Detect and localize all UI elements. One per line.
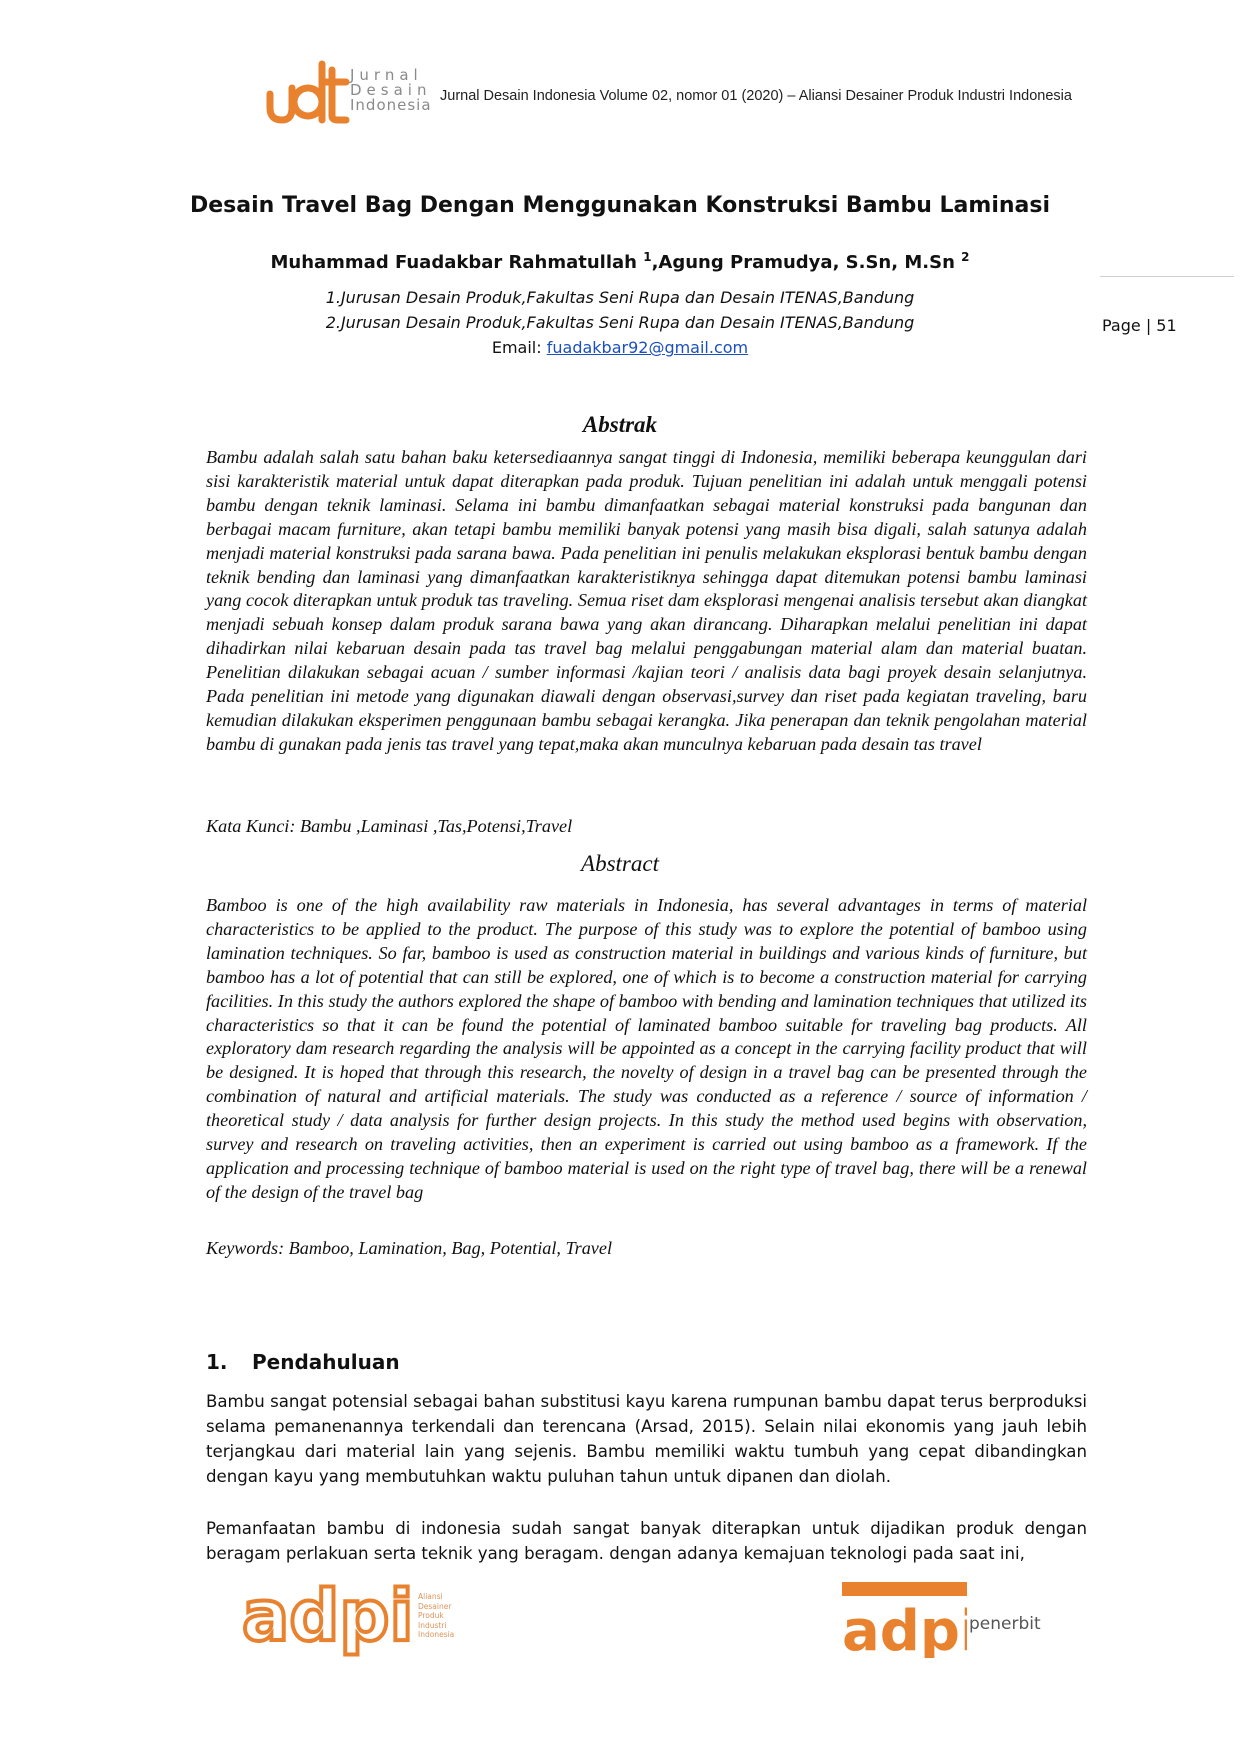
adpii-side-line: Industri <box>418 1620 447 1630</box>
abstrak-keywords: Kata Kunci: Bambu ,Laminasi ,Tas,Potensi… <box>206 816 573 836</box>
journal-logo: Jurnal Desain Indonesia <box>262 58 431 128</box>
adpii-side-text: Aliansi Desainer Produk Industri Indones… <box>418 1592 454 1640</box>
author-line: Muhammad Fuadakbar Rahmatullah 1,Agung P… <box>0 250 1240 273</box>
abstrak-text: Bambu adalah salah satu bahan baku keter… <box>206 447 1087 754</box>
adpii-side-line: Desainer <box>418 1601 452 1611</box>
abstrak-heading: Abstrak <box>582 412 658 437</box>
section-heading: 1. Pendahuluan <box>206 1350 400 1374</box>
logo-word-desain: Desain <box>350 81 432 99</box>
adpii-side-line: Produk <box>418 1611 444 1620</box>
email-label: Email: <box>491 338 547 357</box>
abstract-heading: Abstract <box>581 851 659 876</box>
email-link[interactable]: fuadakbar92@gmail.com <box>546 338 749 357</box>
adpii-logo: adpii Aliansi Desainer Produk Industri I… <box>240 1573 470 1659</box>
adpii-logo-mark: adpii <box>240 1573 439 1659</box>
email-line: Email: fuadakbar92@gmail.com <box>0 338 1240 357</box>
penerbit-logo: adpii penerbit <box>842 1582 1062 1664</box>
section-title: Pendahuluan <box>252 1350 400 1374</box>
adpii-side-line: Aliansi <box>418 1592 443 1601</box>
adpii-side-line: Indonesia <box>418 1630 455 1639</box>
body-paragraph-2: Pemanfaatan bambu di indonesia sudah san… <box>206 1519 1087 1563</box>
penerbit-logo-text: adpii <box>842 1599 967 1658</box>
penerbit-logo-mark: adpii <box>842 1582 998 1664</box>
abstract-keywords: Keywords: Bamboo, Lamination, Bag, Poten… <box>206 1238 613 1258</box>
page-number: Page | 51 <box>1102 316 1177 335</box>
author-2: ,Agung Pramudya, S.Sn, M.Sn <box>651 252 962 273</box>
author-1: Muhammad Fuadakbar Rahmatullah <box>270 252 644 273</box>
section-number: 1. <box>206 1350 228 1374</box>
page-rule <box>1100 276 1234 277</box>
body-paragraph-1: Bambu sangat potensial sebagai bahan sub… <box>206 1392 1087 1486</box>
author-1-marker: 1 <box>643 250 652 264</box>
adpii-logo-text: adpii <box>242 1578 415 1657</box>
author-2-marker: 2 <box>961 250 970 264</box>
logo-word-jurnal: Jurnal <box>350 66 423 84</box>
logo-word-indonesia: Indonesia <box>350 96 432 114</box>
affiliation-1: 1.Jurusan Desain Produk,Fakultas Seni Ru… <box>325 288 915 307</box>
abstract-text: Bamboo is one of the high availability r… <box>206 895 1087 1202</box>
paper-title: Desain Travel Bag Dengan Menggunakan Kon… <box>189 193 1051 218</box>
penerbit-label: penerbit <box>969 1614 1041 1634</box>
affiliation-2: 2.Jurusan Desain Produk,Fakultas Seni Ru… <box>325 313 915 332</box>
jdi-logo-mark <box>266 60 350 124</box>
journal-header-line: Jurnal Desain Indonesia Volume 02, nomor… <box>440 88 1072 104</box>
